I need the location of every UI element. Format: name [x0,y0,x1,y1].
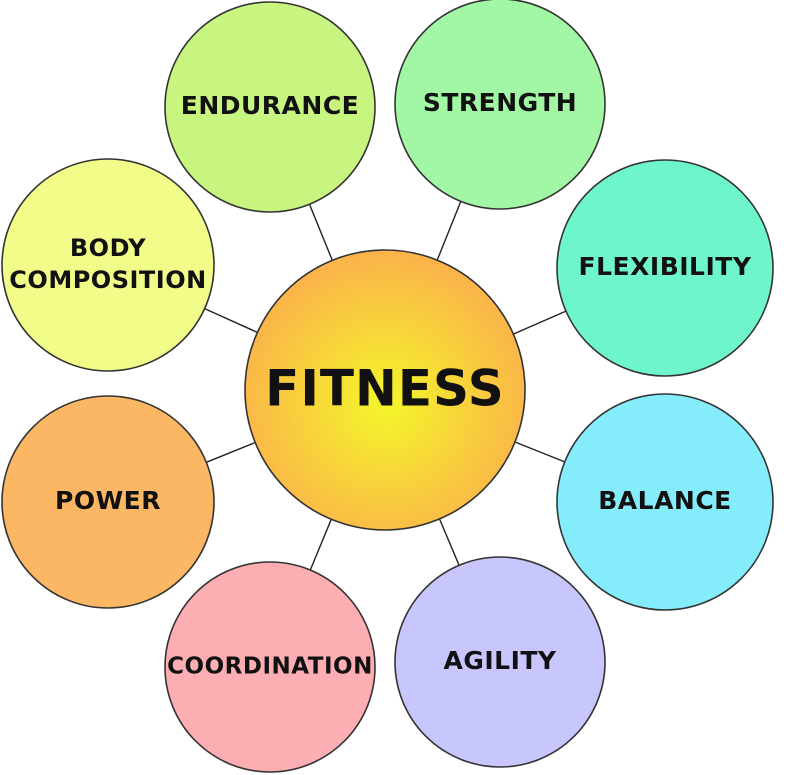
bubble-coordination [164,561,376,773]
node-power: POWER [1,395,215,609]
label-agility: AGILITY [443,646,556,675]
node-strength: STRENGTH [394,0,606,210]
center-label: FITNESS [265,360,505,418]
connector-lines [204,201,567,571]
topic-bubbles: ENDURANCE STRENGTH FLEXIBILITY BALANCE AGILI… [1,0,774,773]
label-balance: BALANCE [598,486,732,515]
node-balance: BALANCE [556,393,774,611]
bubble-strength [394,0,606,210]
label-body-composition-line-1: BODY [70,234,146,262]
connector-flexibility [513,310,567,335]
label-power: POWER [55,486,161,515]
connector-agility [438,518,460,566]
node-endurance: ENDURANCE [164,1,376,213]
connector-strength [436,201,462,261]
node-agility: AGILITY [394,556,606,768]
node-coordination: COORDINATION [164,561,376,773]
bubble-agility [394,556,606,768]
label-coordination: COORDINATION [167,654,373,680]
label-endurance: ENDURANCE [181,91,360,120]
connector-endurance [308,204,333,261]
connector-coordination [309,519,332,571]
connector-body-composition [204,307,258,334]
label-strength: STRENGTH [423,88,577,117]
label-body-composition-line-2: COMPOSITION [9,266,206,294]
bubble-flexibility [556,159,774,377]
connector-balance [514,441,565,463]
node-body-composition: BODY COMPOSITION [1,158,215,372]
node-flexibility: FLEXIBILITY [556,159,774,377]
bubble-endurance [164,1,376,213]
label-flexibility: FLEXIBILITY [579,252,752,281]
center-circle [244,249,526,531]
bubble-power [1,395,215,609]
connector-power [206,441,256,463]
bubble-balance [556,393,774,611]
bubble-body-composition [1,158,215,372]
center-node: FITNESS [244,249,526,531]
